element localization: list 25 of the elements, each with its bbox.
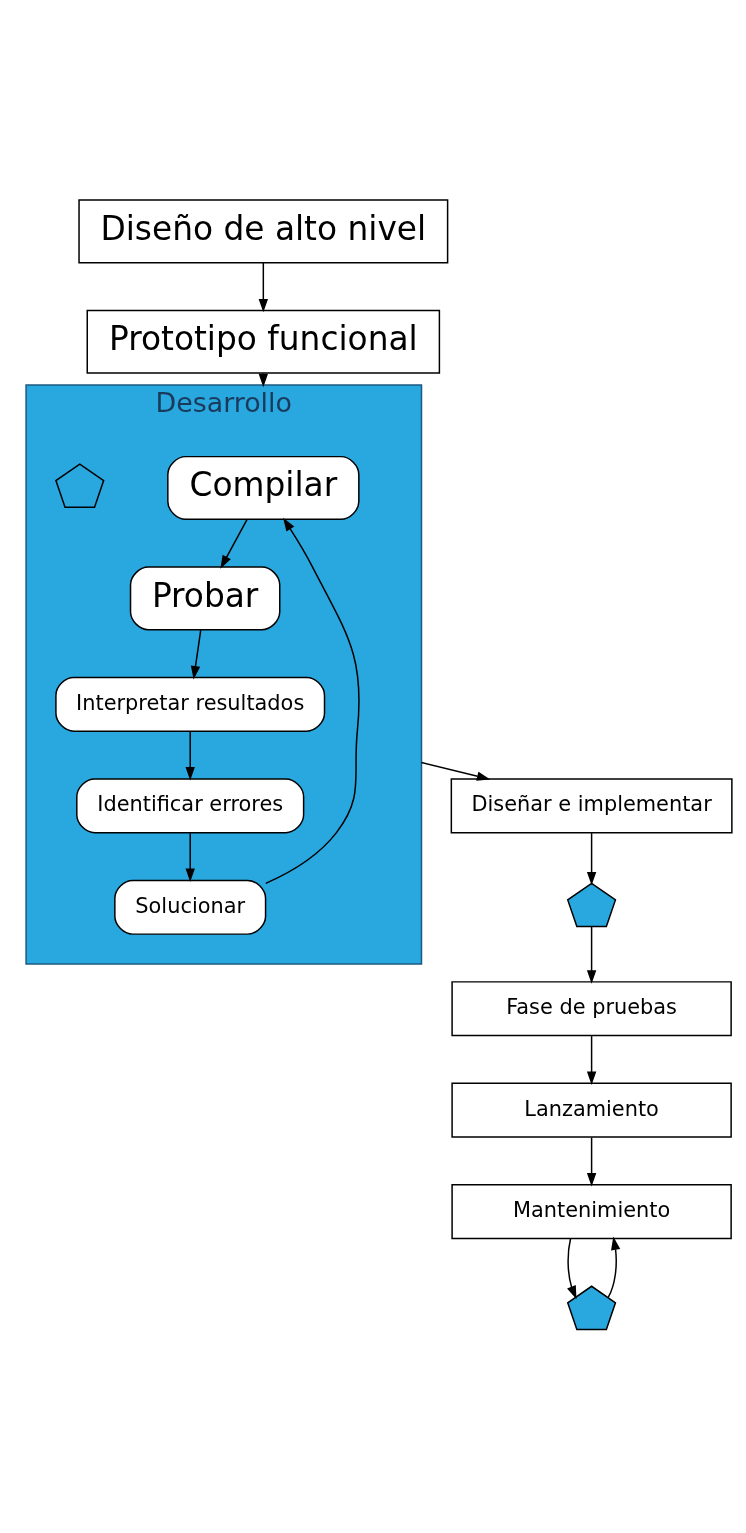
arrow bbox=[586, 831, 597, 885]
node-box: Lanzamiento bbox=[451, 1082, 732, 1138]
arrow bbox=[607, 1236, 621, 1298]
arrow bbox=[185, 831, 195, 882]
node-box: Probar bbox=[129, 565, 281, 630]
node-pentagon bbox=[55, 462, 105, 508]
arrow bbox=[586, 1034, 597, 1085]
node-box: Solucionar bbox=[114, 879, 267, 935]
arrow bbox=[586, 925, 597, 984]
arrow bbox=[220, 518, 248, 569]
arrow bbox=[185, 730, 195, 781]
arrow bbox=[265, 517, 360, 884]
node-box: Fase de pruebas bbox=[451, 980, 732, 1036]
arrow bbox=[586, 1136, 597, 1186]
node-box: Mantenimiento bbox=[451, 1183, 732, 1239]
arrow bbox=[190, 628, 202, 679]
node-box: Diseñar e implementar bbox=[450, 777, 733, 833]
node-box: Diseño de alto nivel bbox=[78, 198, 449, 263]
arrow bbox=[258, 261, 269, 312]
arrow bbox=[420, 761, 491, 781]
node-pentagon bbox=[566, 882, 617, 927]
node-box: Compilar bbox=[167, 455, 360, 520]
node-box: Interpretar resultados bbox=[55, 676, 326, 732]
arrow bbox=[567, 1237, 577, 1299]
node-box: Identificar errores bbox=[76, 777, 305, 833]
